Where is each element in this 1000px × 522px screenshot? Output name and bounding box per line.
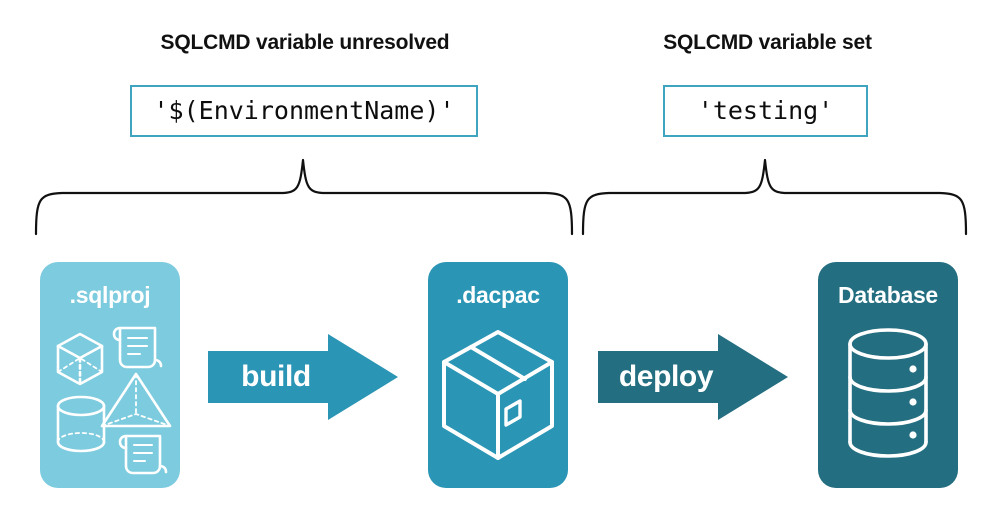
right-brace bbox=[581, 158, 968, 236]
stage-art-sqlproj bbox=[40, 314, 180, 488]
dacpac-icon-group bbox=[442, 330, 554, 460]
code-box-left-value: '$(EnvironmentName)' bbox=[153, 96, 455, 125]
arrow-build-path bbox=[208, 334, 398, 420]
stage-art-dacpac bbox=[428, 314, 568, 488]
scroll-icon bbox=[112, 326, 163, 369]
stage-box-database: Database bbox=[818, 262, 958, 488]
code-box-testing: 'testing' bbox=[663, 85, 868, 137]
cylinder-icon bbox=[56, 395, 106, 453]
database-icon-group bbox=[848, 328, 928, 458]
arrow-deploy-shape bbox=[598, 334, 788, 420]
stage-box-dacpac: .dacpac bbox=[428, 262, 568, 488]
left-brace bbox=[34, 158, 574, 236]
stage-label-sqlproj: .sqlproj bbox=[69, 282, 151, 308]
stage-art-database bbox=[818, 314, 958, 488]
cube-icon bbox=[56, 332, 104, 386]
database-cylinder-icon bbox=[848, 328, 928, 458]
arrow-deploy-path bbox=[598, 334, 788, 420]
code-box-right-value: 'testing' bbox=[697, 96, 834, 125]
arrow-build-shape bbox=[208, 334, 398, 420]
stage-box-sqlproj: .sqlproj bbox=[40, 262, 180, 488]
stage-label-dacpac: .dacpac bbox=[456, 282, 540, 308]
heading-sqlcmd-variable-set: SQLCMD variable set bbox=[663, 31, 872, 54]
sqlproj-icons-group bbox=[56, 326, 172, 475]
heading-sqlcmd-variable-unresolved: SQLCMD variable unresolved bbox=[160, 31, 450, 54]
package-box-icon bbox=[442, 330, 554, 460]
code-box-environment-name: '$(EnvironmentName)' bbox=[130, 85, 478, 137]
database-status-dots bbox=[909, 365, 917, 439]
scroll-icon bbox=[118, 434, 168, 475]
stage-label-database: Database bbox=[838, 282, 938, 308]
pyramid-icon bbox=[100, 372, 172, 428]
arrow-deploy: deploy bbox=[598, 334, 788, 420]
arrow-build: build bbox=[208, 334, 398, 420]
